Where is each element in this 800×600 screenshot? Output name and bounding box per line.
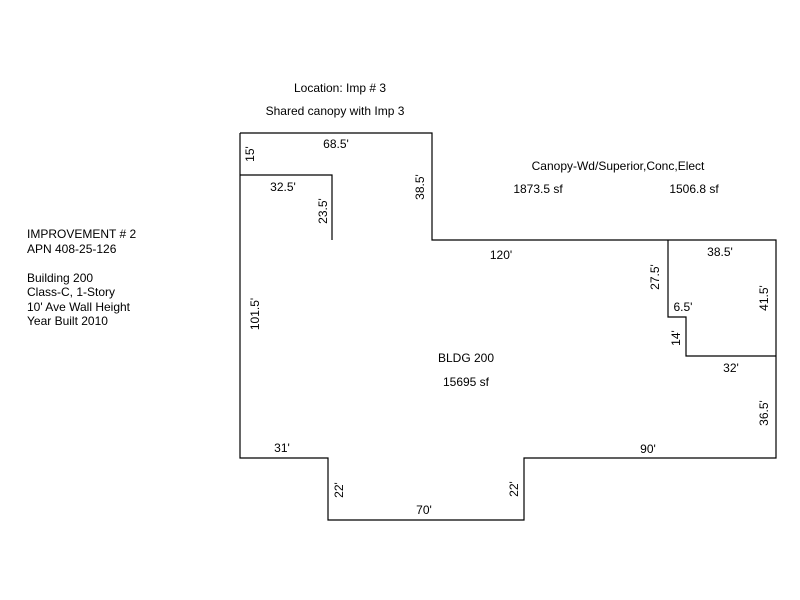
improvement-number: IMPROVEMENT # 2 [27, 227, 137, 241]
dim-jog-right: 22' [507, 481, 521, 497]
canopy-description: Canopy-Wd/Superior,Conc,Elect [532, 159, 705, 173]
dim-jog-left: 22' [332, 482, 346, 498]
dim-bottom-right: 90' [640, 442, 656, 456]
building-number: Building 200 [27, 270, 94, 285]
dim-step-vertical: 14' [669, 330, 683, 346]
dim-left-upper: 15' [243, 146, 257, 162]
dim-right-upper: 38.5' [413, 174, 427, 200]
building-name: BLDG 200 [438, 351, 494, 365]
location-label: Location: Imp # 3 [294, 81, 386, 95]
shared-canopy-note: Shared canopy with Imp 3 [266, 104, 405, 118]
wall-height: 10' Ave Wall Height [27, 299, 131, 314]
year-built: Year Built 2010 [27, 314, 108, 328]
canopy-area-1: 1873.5 sf [513, 182, 563, 196]
dim-left-side: 101.5' [248, 298, 262, 330]
canopy-area-2: 1506.8 sf [669, 182, 719, 196]
dim-right-box-top: 38.5' [707, 245, 733, 259]
dim-bottom-left: 31' [274, 441, 290, 455]
building-class: Class-C, 1-Story [27, 285, 116, 299]
canopy-divider-right [667, 240, 776, 357]
dim-middle-top: 120' [490, 248, 512, 262]
info-spacer [27, 256, 136, 271]
dim-right-lower: 36.5' [757, 400, 771, 426]
building-outline [239, 132, 777, 521]
dim-step-horizontal: 6.5' [674, 300, 693, 314]
dim-notch-top: 32.5' [270, 180, 296, 194]
dim-notch-vertical: 23.5' [316, 198, 330, 224]
building-area: 15695 sf [443, 375, 490, 389]
dim-top-left: 68.5' [323, 137, 349, 151]
improvement-info: IMPROVEMENT # 2 APN 408-25-126 Building … [27, 227, 136, 329]
dim-right-box-right: 41.5' [757, 285, 771, 311]
canopy-divider-left [240, 174, 333, 240]
dim-bottom: 70' [416, 503, 432, 517]
apn-number: APN 408-25-126 [27, 241, 117, 256]
dim-right-box-left: 27.5' [648, 264, 662, 290]
dim-lower-right-top: 32' [723, 361, 739, 375]
